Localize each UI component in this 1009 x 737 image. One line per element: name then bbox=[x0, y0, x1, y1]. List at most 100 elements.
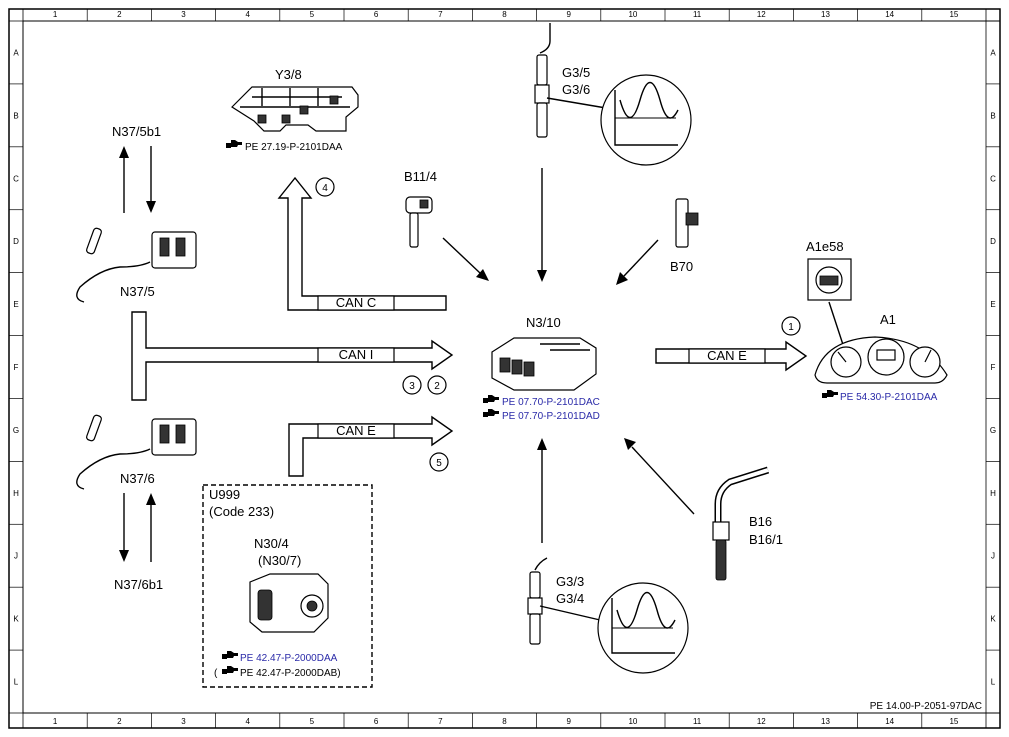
label-g3-5: G3/5 bbox=[562, 65, 590, 80]
grid-column-label: 4 bbox=[245, 10, 250, 19]
grid-column-label: 10 bbox=[628, 10, 637, 19]
grid-column-label: 8 bbox=[502, 717, 507, 726]
label-n3-10: N3/10 bbox=[526, 315, 561, 330]
label-code-233: (Code 233) bbox=[209, 504, 274, 519]
reference-pointer-icon bbox=[222, 651, 238, 659]
svg-text:3: 3 bbox=[409, 381, 415, 392]
grid-column-label: 5 bbox=[310, 717, 315, 726]
label-n37-5b1: N37/5b1 bbox=[112, 124, 161, 139]
grid-column-label: 9 bbox=[566, 717, 571, 726]
ref-a1[interactable]: PE 54.30-P-2101DAA bbox=[840, 392, 938, 403]
grid-row-label: E bbox=[990, 300, 995, 309]
grid-row-label: C bbox=[990, 174, 996, 183]
marker-3 bbox=[402, 375, 422, 395]
grid-column-label: 13 bbox=[821, 717, 830, 726]
grid-column-label: 2 bbox=[117, 717, 122, 726]
label-n37-6: N37/6 bbox=[120, 471, 155, 486]
grid-column-label: 1 bbox=[53, 717, 58, 726]
abs-esp-unit-n30-4 bbox=[249, 573, 329, 633]
signal-waveform-icon bbox=[600, 74, 692, 166]
label-b70: B70 bbox=[670, 259, 693, 274]
svg-text:4: 4 bbox=[322, 183, 328, 194]
check-engine-lamp-a1e58 bbox=[807, 258, 852, 301]
grid-row-label: C bbox=[13, 174, 19, 183]
grid-row-label: B bbox=[13, 111, 18, 120]
signal-waveform-icon bbox=[597, 582, 689, 674]
reference-pointer-icon bbox=[226, 140, 242, 148]
instrument-cluster-a1 bbox=[814, 336, 948, 384]
grid-column-label: 14 bbox=[885, 10, 894, 19]
grid-column-label: 3 bbox=[181, 717, 186, 726]
ref-n3-10-a[interactable]: PE 07.70-P-2101DAC bbox=[502, 397, 600, 408]
grid-row-label: F bbox=[991, 363, 996, 372]
label-can-e-right: CAN E bbox=[707, 348, 747, 363]
u999-box bbox=[202, 484, 373, 688]
label-g3-6: G3/6 bbox=[562, 82, 590, 97]
marker-2 bbox=[427, 375, 447, 395]
label-can-e-lower: CAN E bbox=[336, 423, 376, 438]
grid-column-label: 7 bbox=[438, 717, 443, 726]
grid-column-label: 9 bbox=[566, 10, 571, 19]
grid-column-label: 12 bbox=[757, 10, 766, 19]
grid-column-label: 6 bbox=[374, 10, 379, 19]
grid-column-label: 14 bbox=[885, 717, 894, 726]
marker-4 bbox=[315, 177, 335, 197]
grid-column-label: 11 bbox=[693, 717, 702, 726]
grid-column-label: 13 bbox=[821, 10, 830, 19]
label-b16-1: B16/1 bbox=[749, 532, 783, 547]
grid-column-label: 2 bbox=[117, 10, 122, 19]
grid-row-label: J bbox=[991, 552, 995, 561]
arrows-n37-5b1 bbox=[119, 146, 156, 213]
label-can-c: CAN C bbox=[336, 295, 376, 310]
grid-row-label: H bbox=[990, 489, 996, 498]
grid-row-label: K bbox=[990, 615, 996, 624]
grid-column-label: 1 bbox=[53, 10, 58, 19]
label-can-i: CAN I bbox=[339, 347, 374, 362]
svg-text:5: 5 bbox=[436, 458, 442, 469]
can-c-bus bbox=[277, 176, 447, 311]
ref-n30-b[interactable]: PE 42.47-P-2000DAB) bbox=[240, 668, 341, 679]
exhaust-temp-sensor-b16 bbox=[712, 466, 770, 581]
grid-column-label: 8 bbox=[502, 10, 507, 19]
svg-text:1: 1 bbox=[788, 322, 794, 333]
reference-pointer-icon bbox=[222, 666, 238, 674]
grid-row-label: A bbox=[13, 48, 19, 57]
label-n37-6b1: N37/6b1 bbox=[114, 577, 163, 592]
grid-column-label: 12 bbox=[757, 717, 766, 726]
reference-pointer-icon bbox=[822, 390, 838, 398]
grid-row-label: L bbox=[991, 678, 996, 687]
grid-row-label: K bbox=[13, 615, 19, 624]
nox-sensor-n37-5 bbox=[76, 227, 197, 303]
reference-pointer-icon bbox=[483, 395, 499, 403]
grid-column-label: 3 bbox=[181, 10, 186, 19]
grid-column-label: 6 bbox=[374, 717, 379, 726]
label-a1e58: A1e58 bbox=[806, 239, 844, 254]
grid-row-label: G bbox=[13, 426, 19, 435]
label-n37-5: N37/5 bbox=[120, 284, 155, 299]
engine-control-unit-n3-10 bbox=[491, 337, 597, 391]
ref-n3-10-b[interactable]: PE 07.70-P-2101DAD bbox=[502, 411, 600, 422]
oxygen-sensor-g3-5 bbox=[534, 23, 607, 138]
grid-column-label: 4 bbox=[245, 717, 250, 726]
reference-pointer-icon bbox=[483, 409, 499, 417]
grid-row-label: D bbox=[13, 237, 19, 246]
marker-5 bbox=[429, 452, 449, 472]
label-g3-4: G3/4 bbox=[556, 591, 584, 606]
grid-column-label: 5 bbox=[310, 10, 315, 19]
label-u999: U999 bbox=[209, 487, 240, 502]
svg-text:(: ( bbox=[214, 668, 218, 679]
grid-row-label: D bbox=[990, 237, 996, 246]
transmission-control-unit-y3-8 bbox=[231, 86, 359, 132]
ref-n30-a[interactable]: PE 42.47-P-2000DAA bbox=[240, 653, 338, 664]
can-i-bus bbox=[131, 311, 454, 401]
grid-row-label: A bbox=[990, 48, 996, 57]
label-n30-4: N30/4 bbox=[254, 536, 289, 551]
ref-y3-8[interactable]: PE 27.19-P-2101DAA bbox=[245, 142, 343, 153]
label-g3-3: G3/3 bbox=[556, 574, 584, 589]
grid-row-label: E bbox=[13, 300, 18, 309]
grid-column-label: 15 bbox=[949, 10, 958, 19]
marker-1 bbox=[781, 316, 801, 336]
grid-row-label: H bbox=[13, 489, 19, 498]
